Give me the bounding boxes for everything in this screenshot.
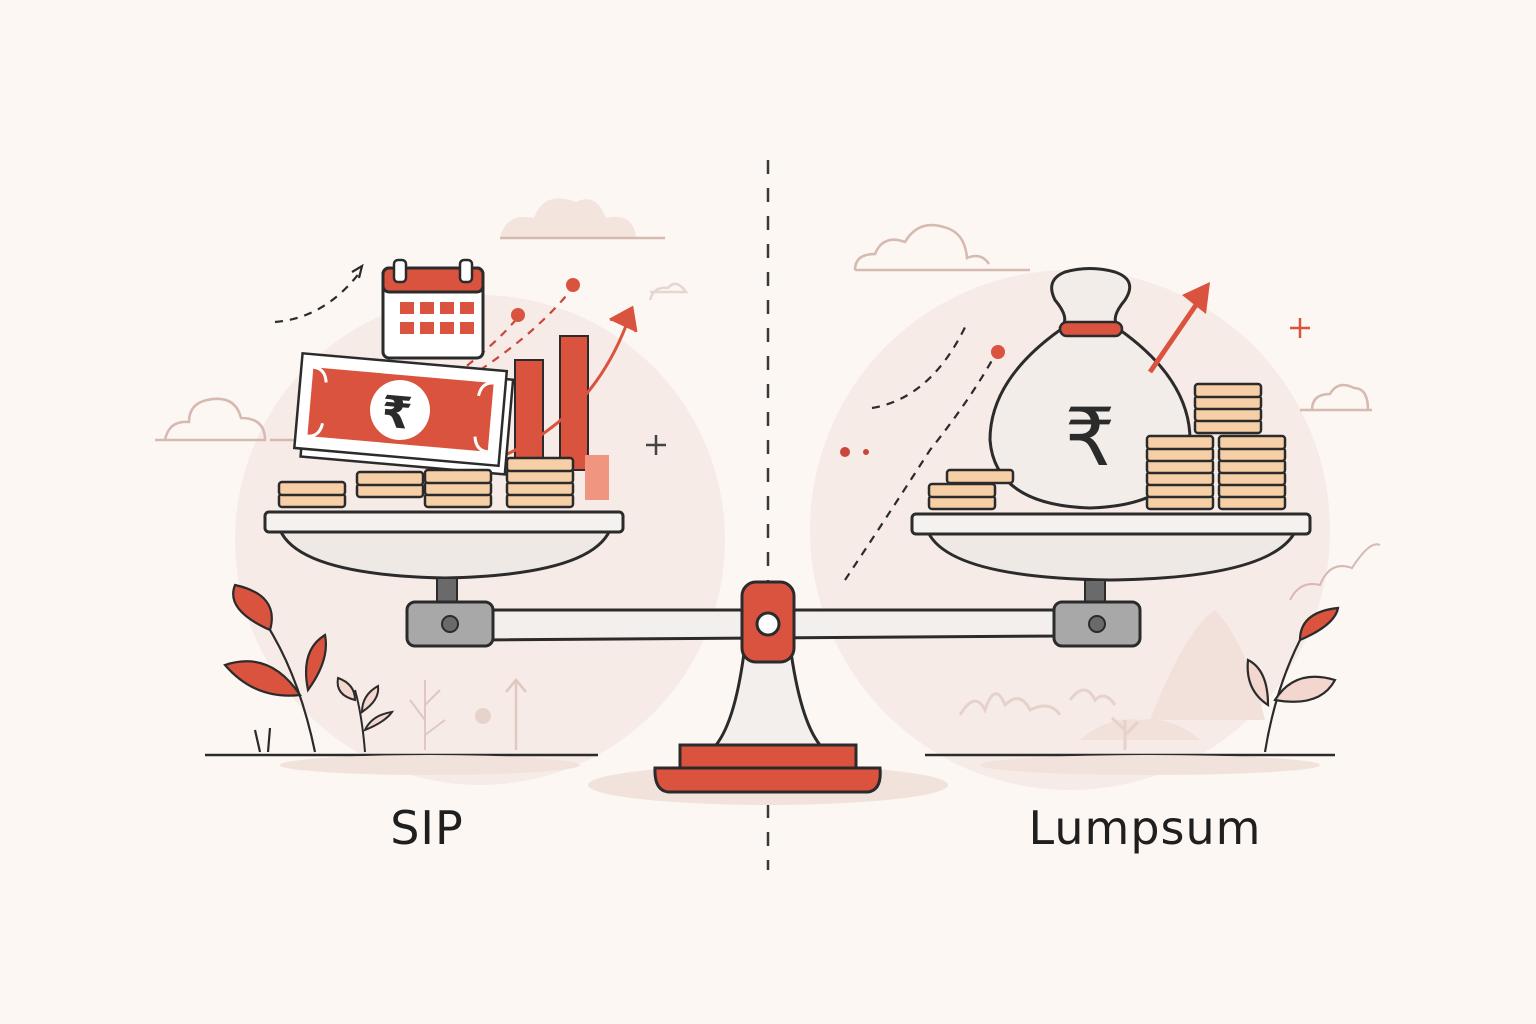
sip-label: SIP <box>390 801 464 855</box>
arrow-dot <box>566 278 580 292</box>
dot <box>840 447 850 457</box>
trend-arrow-icon <box>504 305 638 457</box>
banknote-icon <box>292 351 515 476</box>
cloud-icon <box>648 282 689 301</box>
leaf-plant-icon <box>1246 606 1340 753</box>
grass-decoration <box>958 688 1140 750</box>
plus-icon <box>646 435 666 455</box>
leaf-plant-icon <box>336 676 395 753</box>
arrowhead <box>351 263 364 279</box>
money-bag-icon <box>988 267 1192 510</box>
dot <box>475 708 491 724</box>
leaf-plant-icon <box>409 680 446 750</box>
cloud-icon <box>1300 383 1372 412</box>
lumpsum-label: Lumpsum <box>1028 801 1262 855</box>
arrow-up-icon <box>505 678 527 750</box>
plus-icon <box>1290 318 1310 338</box>
arrow-dot <box>991 345 1005 359</box>
arrow-dot <box>511 308 525 322</box>
scale-stand <box>588 580 948 805</box>
trend-arrow-icon <box>1147 282 1210 374</box>
scale-beam <box>405 600 1142 648</box>
scale-pan-right <box>910 512 1312 607</box>
trend-arrow-icon <box>844 322 996 581</box>
hill-decoration <box>1080 610 1265 740</box>
rupee-symbol: ₹ <box>1065 391 1116 484</box>
cloud-icon <box>853 223 1030 272</box>
ground-shadow <box>280 755 580 775</box>
ground-shadow <box>980 755 1320 775</box>
leaf-plant-icon <box>223 583 327 753</box>
calendar-icon <box>381 258 485 360</box>
cloud-icon <box>1289 543 1381 601</box>
rupee-symbol: ₹ <box>379 386 414 439</box>
scale-pan-left <box>263 510 625 605</box>
bar-chart-icon <box>514 335 609 500</box>
cloud-icon <box>500 198 665 240</box>
dot <box>863 449 869 455</box>
